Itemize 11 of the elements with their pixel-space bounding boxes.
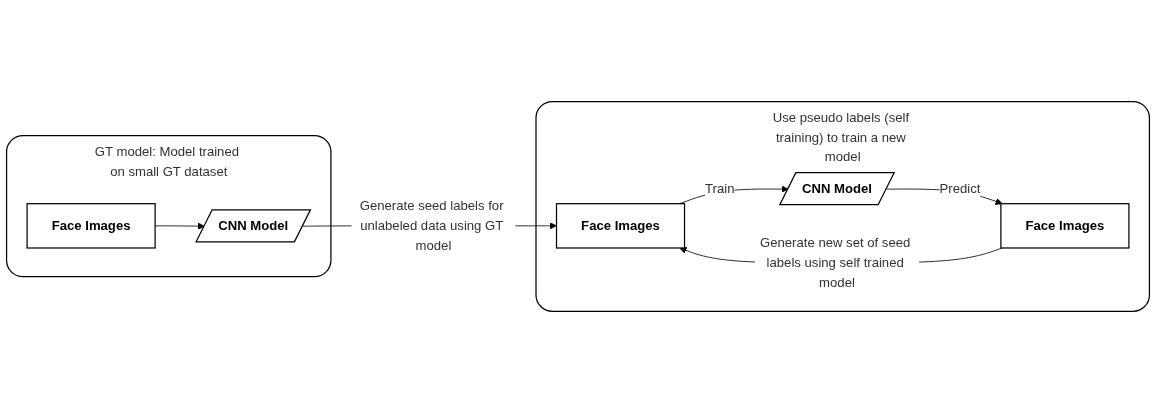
node-box: Face Images [555, 203, 686, 249]
node-label: GT model: Model trained on small GT dataset [94, 144, 240, 179]
node-label: Use pseudo labels (self training) to train a new model [772, 110, 910, 164]
edge-label: Generate seed labels for unlabeled data using GT model [359, 198, 504, 253]
cluster [535, 100, 1151, 312]
edge-label: Train [705, 181, 735, 196]
node-box: Face Images [1000, 203, 1130, 249]
edge-label: Predict [939, 181, 981, 196]
node-box: Face Images [26, 203, 156, 249]
cluster [5, 135, 332, 278]
edge-label: Generate new set of seed labels using self trained model [760, 235, 911, 290]
